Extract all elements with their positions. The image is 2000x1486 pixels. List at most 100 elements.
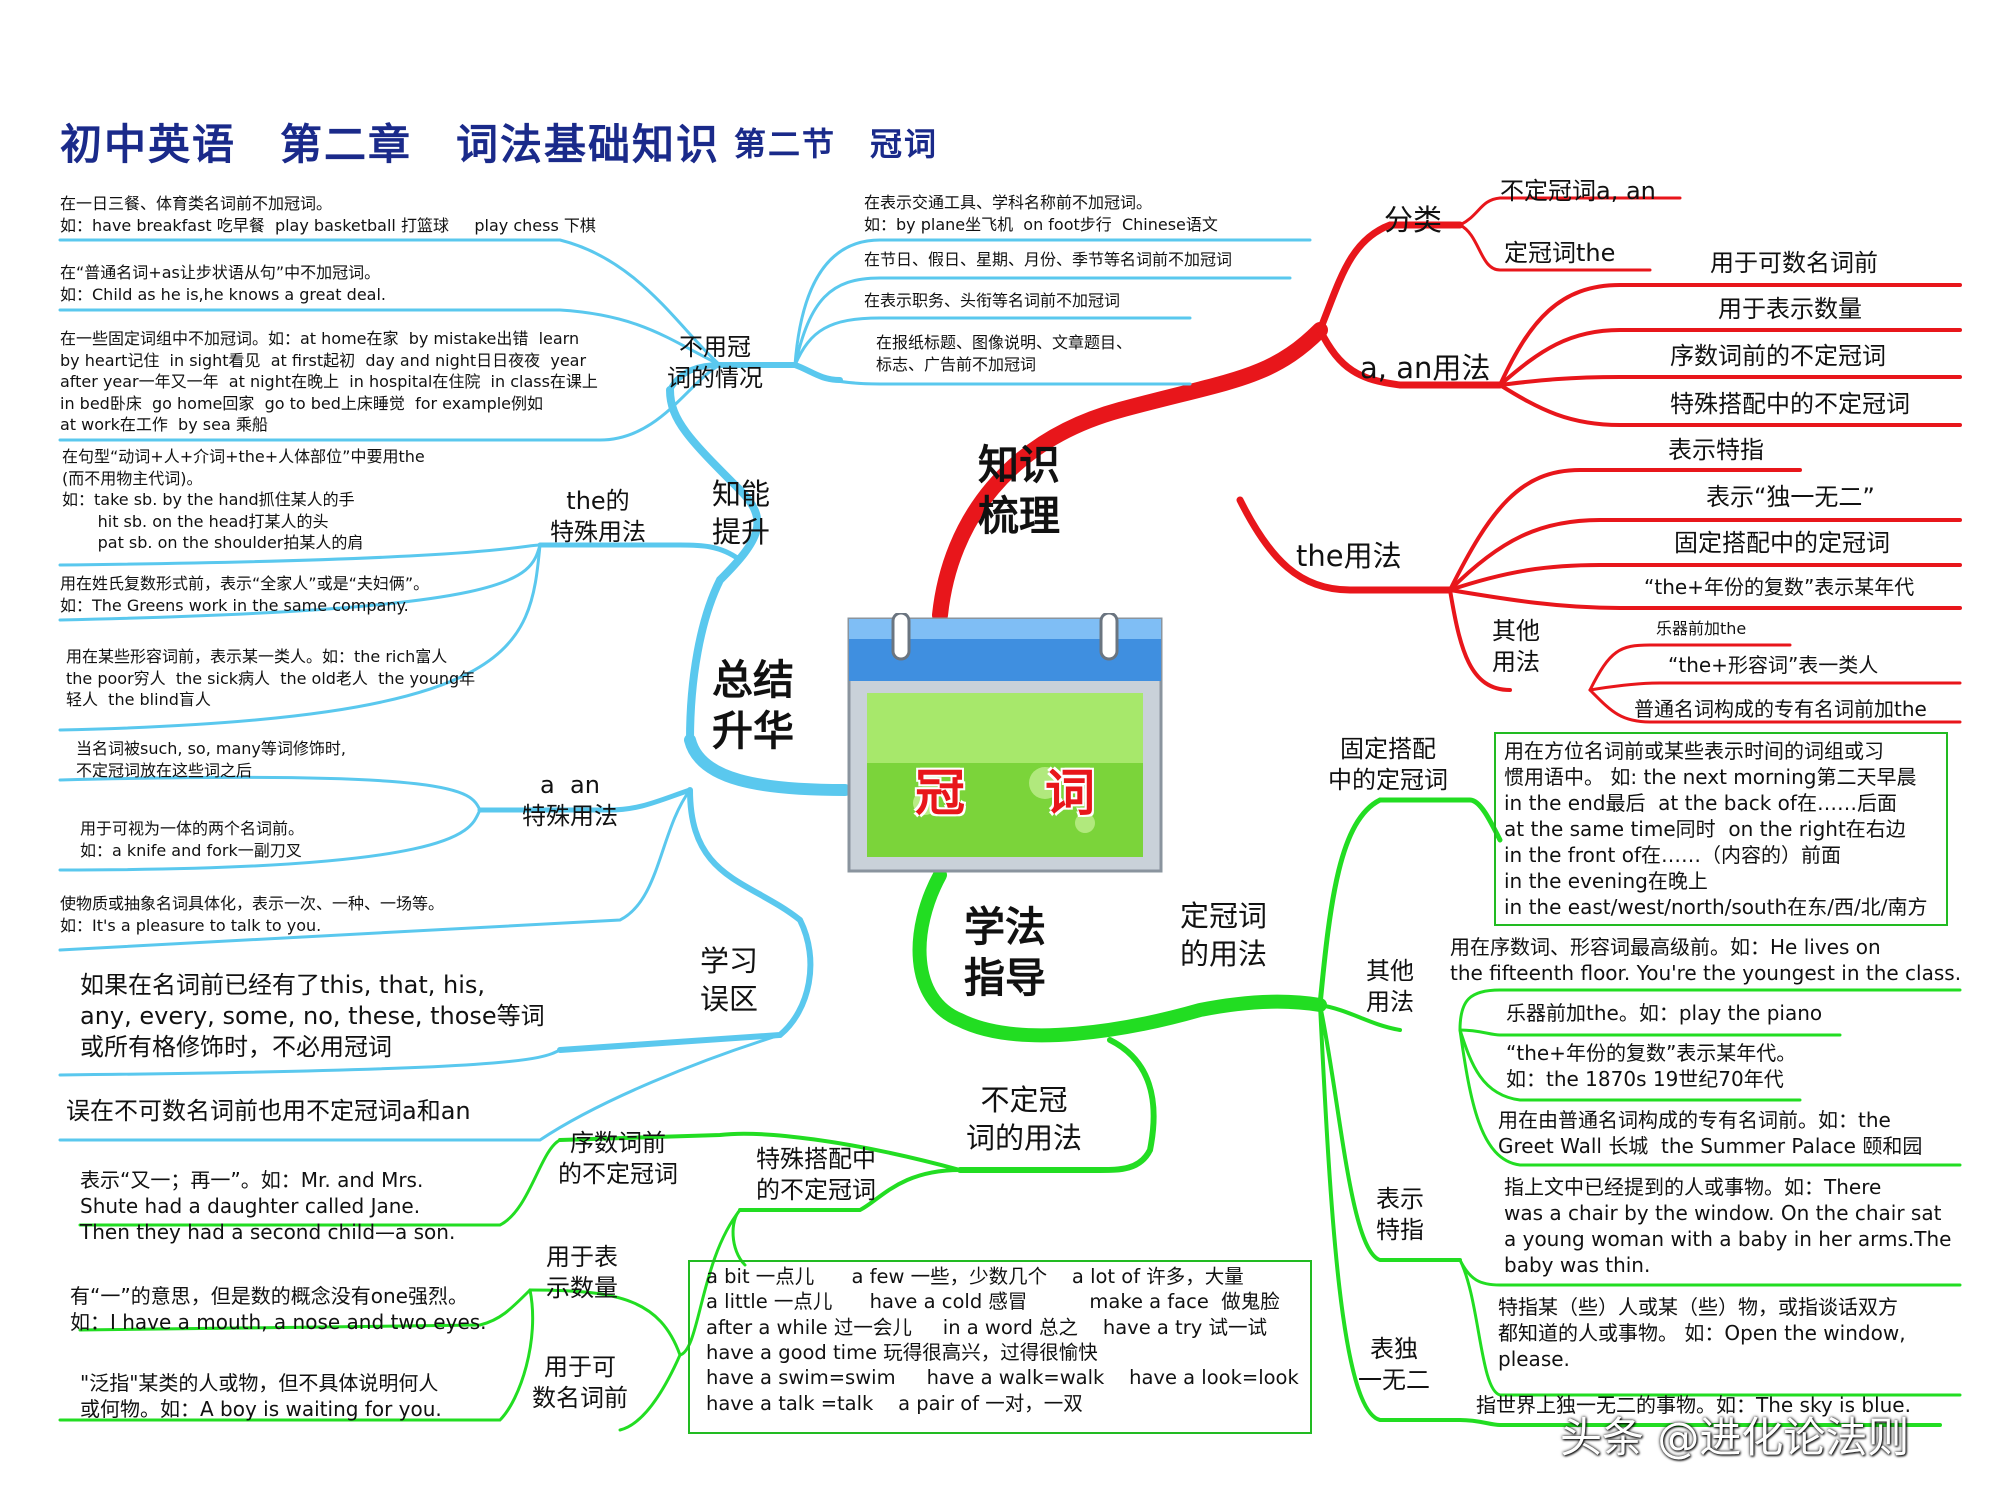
red-classify-down bbox=[1458, 223, 1652, 272]
node-red-other: 其他 用法 bbox=[1492, 617, 1540, 677]
red-the-4 bbox=[1448, 588, 1962, 610]
the-special-item-3: 用在某些形容词前，表示某一类人。如：the rich富人 the poor穷人 … bbox=[66, 647, 476, 710]
green-other-item-3: “the+年份的复数”表示某年代。 如：the 1870s 19世纪70年代 bbox=[1506, 1041, 1797, 1091]
blue-mistake-1 bbox=[58, 1048, 562, 1077]
green-to-quantity bbox=[678, 1208, 742, 1357]
red-the-3 bbox=[1448, 563, 1962, 592]
green-to-otheruse bbox=[1318, 1003, 1402, 1032]
classify-item-definite: 定冠词the bbox=[1504, 239, 1616, 267]
green-quantity-connector bbox=[528, 1288, 682, 1357]
classify-item-indefinite: 不定冠词a, an bbox=[1500, 177, 1656, 205]
hub-method: 学法 指导 bbox=[964, 903, 1046, 1003]
node-the-usage: the用法 bbox=[1296, 539, 1402, 573]
red-aan-4 bbox=[1498, 383, 1962, 427]
no-right-item-3: 在表示职务、头衔等名词前不加冠词 bbox=[864, 291, 1121, 310]
green-to-unique bbox=[1318, 1003, 1942, 1427]
green-branches bbox=[58, 797, 1962, 1432]
blue-no-right-1 bbox=[793, 238, 1312, 367]
green-to-specific bbox=[1318, 1003, 1462, 1262]
red-trunk bbox=[932, 322, 1328, 623]
node-countable: 用于可 数名词前 bbox=[532, 1353, 628, 1413]
no-right-item-2: 在节日、假日、星期、月份、季节等名词前不加冠词 bbox=[864, 250, 1233, 269]
green-ordinal-1 bbox=[78, 1138, 562, 1227]
watermark: 头条 @进化论法则 bbox=[1560, 1413, 1910, 1462]
green-countable-connector bbox=[618, 1353, 682, 1432]
no-right-item-1: 在表示交通工具、学科名称前不加冠词。 如：by plane坐飞机 on foot… bbox=[864, 193, 1218, 234]
green-other-3 bbox=[1458, 1028, 1802, 1102]
blue-aan-2 bbox=[58, 808, 482, 872]
mistake-item-1: 如果在名词前已经有了this, that, his, any, every, s… bbox=[80, 971, 545, 1062]
node-mistake: 学习 误区 bbox=[700, 944, 759, 1016]
no-right-item-4: 在报纸标题、图像说明、文章题目、 标志、广告前不加冠词 bbox=[876, 333, 1133, 374]
no-left-item-1: 在一日三餐、体育类名词前不加冠词。 如：have breakfast 吃早餐 p… bbox=[60, 194, 596, 235]
node-skill: 知能 提升 bbox=[712, 477, 771, 549]
specific-item-2: 特指某（些）人或某（些）物，或指谈话双方 都知道的人或事物。 如：Open th… bbox=[1498, 1295, 1906, 1371]
the-item-2: 表示“独一无二” bbox=[1706, 483, 1875, 511]
blue-to-aan bbox=[477, 787, 693, 813]
blue-mistake-2 bbox=[58, 1033, 782, 1142]
blue-to-mistake bbox=[557, 787, 814, 1053]
red-aan-2 bbox=[1498, 328, 1962, 387]
blue-no-right-2 bbox=[793, 276, 1292, 367]
a-an-special-item-1: 当名词被such, so, many等词修饰时, 不定冠词放在这些词之后 bbox=[76, 739, 346, 780]
a-an-special-item-3: 使物质或抽象名词具体化，表示一次、一种、一场等。 如：It's a pleasu… bbox=[60, 894, 445, 935]
red-classify-up bbox=[1458, 196, 1682, 227]
node-no-article: 不用冠 词的情况 bbox=[667, 333, 763, 393]
unique-item: 指世界上独一无二的事物。如：The sky is blue. bbox=[1476, 1393, 1911, 1417]
the-special-item-1: 在句型“动词+人+介词+the+人体部位”中要用the (而不用物主代词)。 如… bbox=[62, 447, 425, 553]
node-ordinal: 序数词前 的不定冠词 bbox=[558, 1129, 678, 1189]
special-collocation-box: a bit 一点儿 a few 一些，少数几个 a lot of 许多，大量 a… bbox=[688, 1260, 1312, 1434]
node-fixed: 固定搭配 中的定冠词 bbox=[1328, 735, 1448, 795]
mistake-item-2: 误在不可数名词前也用不定冠词a和an bbox=[66, 1097, 471, 1125]
green-other-item-1: 用在序数词、形容词最高级前。如：He lives on the fifteent… bbox=[1450, 935, 1962, 985]
calendar-graphic bbox=[847, 611, 1163, 873]
the-special-item-2: 用在姓氏复数形式前，表示“全家人”或是“夫妇俩”。 如：The Greens w… bbox=[60, 574, 430, 615]
fixed-box: 用在方位名词前或某些表示时间的词组或习 惯用语中。 如: the next mo… bbox=[1494, 732, 1948, 926]
green-other-1 bbox=[1458, 988, 1962, 1032]
green-quantity-1 bbox=[78, 1288, 532, 1332]
a-an-item-4: 特殊搭配中的不定冠词 bbox=[1670, 390, 1910, 418]
red-aan-3 bbox=[1498, 375, 1962, 387]
blue-no-left-1 bbox=[58, 238, 722, 367]
red-branches bbox=[932, 196, 1962, 724]
node-classify: 分类 bbox=[1384, 203, 1443, 237]
node-definite-usage: 定冠词 的用法 bbox=[1180, 899, 1268, 971]
green-to-ordinal bbox=[558, 1131, 962, 1172]
node-the-special: the的 特殊用法 bbox=[550, 487, 646, 547]
green-to-indefinite bbox=[957, 1037, 1157, 1173]
page-subtitle: 第二节 冠词 bbox=[734, 125, 939, 163]
blue-thespecial-2 bbox=[58, 543, 542, 622]
red-to-the bbox=[1236, 496, 1454, 594]
green-other-item-2: 乐器前加the。如：play the piano bbox=[1506, 1001, 1823, 1025]
a-an-item-2: 用于表示数量 bbox=[1718, 295, 1862, 323]
a-an-special-item-2: 用于可视为一体的两个名词前。 如：a knife and fork一副刀叉 bbox=[80, 819, 305, 860]
green-specific-2 bbox=[1458, 1258, 1962, 1397]
the-item-3: 固定搭配中的定冠词 bbox=[1674, 529, 1890, 557]
a-an-item-1: 用于可数名词前 bbox=[1710, 249, 1878, 277]
no-left-item-2: 在“普通名词+as让步状语从句”中不加冠词。 如：Child as he is,… bbox=[60, 263, 387, 304]
node-unique: 表独 一无二 bbox=[1358, 1335, 1430, 1395]
calendar-icon: 冠 词 bbox=[845, 611, 1165, 875]
no-left-item-3: 在一些固定词组中不加冠词。如：at home在家 by mistake出错 le… bbox=[60, 329, 598, 435]
red-other-item-2: “the+形容词”表一类人 bbox=[1668, 653, 1879, 677]
blue-no-right-3 bbox=[793, 316, 1192, 367]
green-other-4 bbox=[1458, 1028, 1962, 1167]
the-item-1: 表示特指 bbox=[1668, 436, 1764, 464]
red-the-1 bbox=[1448, 468, 1802, 592]
red-to-other bbox=[1448, 588, 1512, 692]
fixed-box-text: 用在方位名词前或某些表示时间的词组或习 惯用语中。 如: the next mo… bbox=[1504, 739, 1928, 919]
red-other-1 bbox=[1588, 643, 1792, 692]
a-an-item-3: 序数词前的不定冠词 bbox=[1670, 342, 1886, 370]
red-other-3 bbox=[1588, 688, 1962, 724]
blue-no-right-4 bbox=[793, 363, 1192, 386]
blue-thespecial-3 bbox=[58, 543, 542, 732]
blue-to-skill bbox=[666, 386, 762, 744]
hub-knowledge: 知识 梳理 bbox=[978, 441, 1060, 541]
blue-trunk bbox=[684, 734, 851, 796]
red-to-classify bbox=[1316, 221, 1464, 334]
blue-thespecial-1 bbox=[58, 543, 542, 567]
node-quantity: 用于表 示数量 bbox=[546, 1243, 618, 1303]
green-to-specialcoll bbox=[738, 1168, 962, 1212]
